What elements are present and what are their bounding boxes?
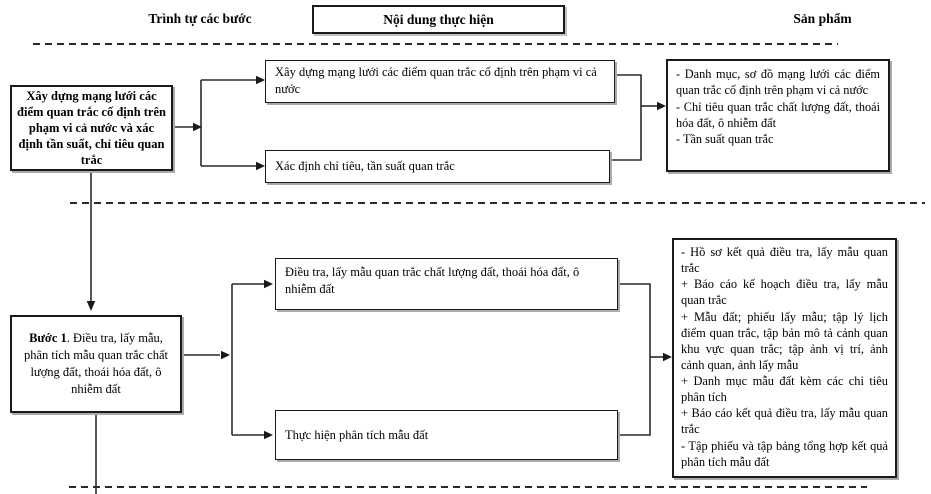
- arrowhead: [663, 352, 672, 362]
- task-box-survey-sampling-text: Điều tra, lấy mẫu quan trắc chất lượng đ…: [285, 265, 580, 296]
- step1-label: Bước 1: [29, 331, 67, 346]
- product-box-step1: - Hồ sơ kết quả điều tra, lấy mẫu quan t…: [672, 238, 897, 478]
- product-item: - Tần suất quan trắc: [676, 132, 774, 147]
- arrowhead: [264, 430, 273, 440]
- arrowhead: [86, 301, 96, 311]
- step-box-step1-text: Bước 1. Điều tra, lấy mẫu, phân tích mẫu…: [18, 330, 174, 398]
- step1-description: . Điều tra, lấy mẫu, phân tích mẫu quan …: [23, 331, 169, 396]
- product-item: - Tập phiếu và tập bảng tổng hợp kết quả…: [681, 438, 888, 469]
- step-box-network-text: Xây dựng mạng lưới các điểm quan trắc cố…: [17, 89, 166, 167]
- product-item: - Danh mục, sơ đồ mạng lưới các điểm qua…: [676, 67, 880, 98]
- task-box-build-network: Xây dựng mạng lưới các điểm quan trắc cố…: [265, 60, 615, 103]
- arrowhead: [256, 161, 265, 171]
- column-header-content-label: Nội dung thực hiện: [383, 11, 494, 27]
- arrowhead: [256, 75, 265, 85]
- arrowhead: [264, 279, 273, 289]
- column-header-content-box: Nội dung thực hiện: [312, 5, 565, 34]
- step-box-network: Xây dựng mạng lưới các điểm quan trắc cố…: [10, 85, 173, 171]
- column-header-steps: Trình tự các bước: [148, 11, 252, 26]
- task-box-define-criteria: Xác định chỉ tiêu, tần suất quan trắc: [265, 150, 610, 183]
- product-box-network: - Danh mục, sơ đồ mạng lưới các điểm qua…: [666, 59, 890, 172]
- product-item: + Báo cáo kết quả điều tra, lấy mẫu quan…: [681, 406, 888, 437]
- task-box-soil-analysis: Thực hiện phân tích mẫu đất: [275, 410, 618, 460]
- product-item: + Mẫu đất; phiếu lấy mẫu; tập lý lịch đi…: [681, 309, 888, 372]
- product-item: + Báo cáo kế hoạch điều tra, lấy mẫu qua…: [681, 277, 888, 308]
- column-header-product: Sản phẩm: [793, 11, 852, 26]
- arrowhead: [193, 122, 202, 132]
- task-box-define-criteria-text: Xác định chỉ tiêu, tần suất quan trắc: [275, 159, 455, 174]
- task-box-soil-analysis-text: Thực hiện phân tích mẫu đất: [285, 427, 429, 442]
- arrowhead: [221, 350, 230, 360]
- task-box-survey-sampling: Điều tra, lấy mẫu quan trắc chất lượng đ…: [275, 258, 618, 310]
- product-item: + Danh mục mẫu đất kèm các chỉ tiêu phân…: [681, 374, 888, 405]
- product-item: - Chỉ tiêu quan trắc chất lượng đất, tho…: [676, 99, 880, 131]
- product-item: - Hồ sơ kết quả điều tra, lấy mẫu quan t…: [681, 245, 888, 276]
- task-box-build-network-text: Xây dựng mạng lưới các điểm quan trắc cố…: [275, 65, 597, 96]
- step-box-step1: Bước 1. Điều tra, lấy mẫu, phân tích mẫu…: [10, 315, 182, 413]
- arrowhead: [657, 101, 666, 111]
